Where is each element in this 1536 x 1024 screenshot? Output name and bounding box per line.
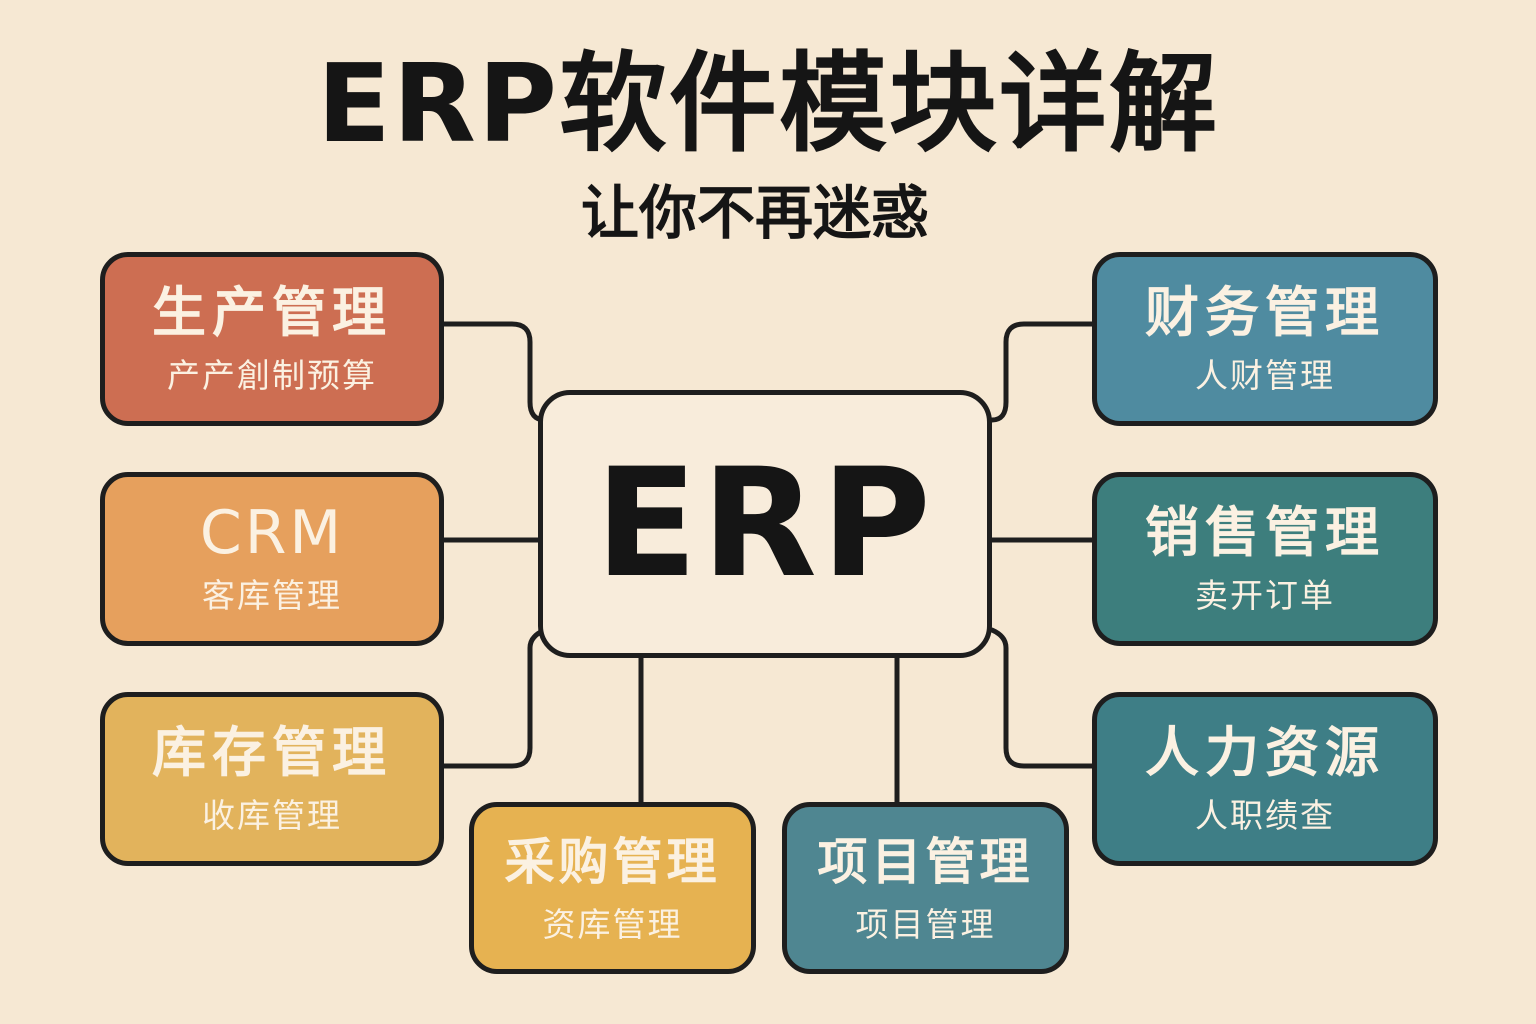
module-subtitle: 人财管理 [1195, 356, 1335, 395]
module-title: 项目管理 [817, 833, 1034, 891]
module-subtitle: 客库管理 [202, 576, 342, 615]
module-subtitle: 人职绩查 [1195, 796, 1335, 835]
module-finance: 财务管理 人财管理 [1092, 252, 1438, 426]
module-purchase: 采购管理 资库管理 [469, 802, 756, 974]
module-title: CRM [199, 498, 345, 568]
module-subtitle: 卖开订单 [1195, 576, 1335, 615]
page-title: ERP软件模块详解 [316, 42, 1220, 167]
module-production: 生产管理 产产創制预算 [100, 252, 444, 426]
connector-hr [989, 627, 1095, 769]
connector-inventory [441, 627, 548, 769]
module-subtitle: 收库管理 [202, 796, 342, 835]
module-subtitle: 项目管理 [855, 905, 996, 944]
module-title: 生产管理 [152, 281, 392, 344]
module-title: 财务管理 [1145, 281, 1385, 344]
module-subtitle: 产产創制预算 [167, 356, 377, 395]
connector-finance [989, 321, 1095, 423]
module-title: 销售管理 [1145, 501, 1385, 564]
module-project: 项目管理 项目管理 [782, 802, 1069, 974]
module-title: 采购管理 [504, 833, 721, 891]
erp-center-node: ERP [538, 390, 992, 658]
module-subtitle: 资库管理 [542, 905, 683, 944]
module-crm: CRM 客库管理 [100, 472, 444, 646]
module-title: 库存管理 [152, 721, 392, 784]
page-subtitle: 让你不再迷惑 [580, 179, 929, 247]
connector-production [441, 321, 548, 423]
erp-center-label: ERP [595, 437, 935, 611]
module-sales: 销售管理 卖开订单 [1092, 472, 1438, 646]
module-inventory: 库存管理 收库管理 [100, 692, 444, 866]
module-title: 人力资源 [1145, 721, 1385, 784]
module-hr: 人力资源 人职绩查 [1092, 692, 1438, 866]
